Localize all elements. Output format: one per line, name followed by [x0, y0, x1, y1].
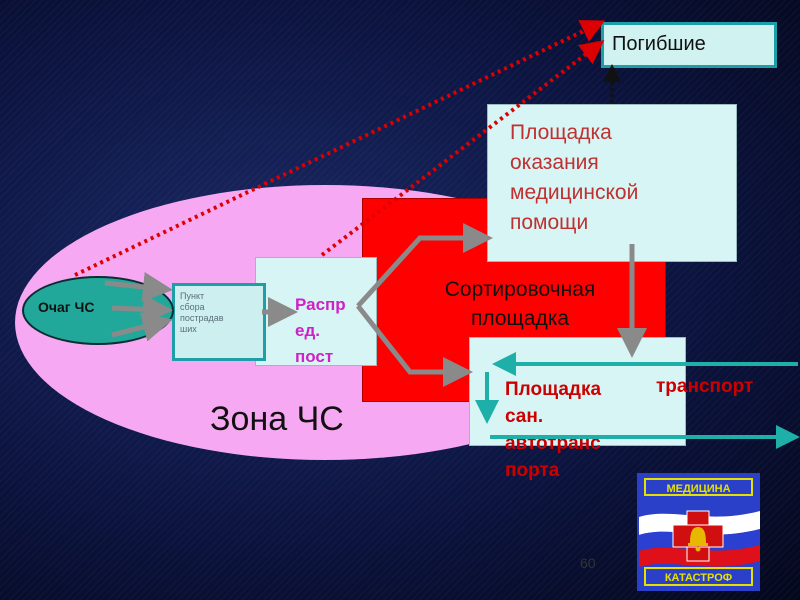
logo-bottom-text: КАТАСТРОФ — [665, 572, 732, 584]
arrow-distribution-medical — [356, 223, 493, 308]
collection-point-box — [172, 283, 266, 361]
epicenter-label: Очаг ЧС — [38, 299, 95, 315]
dead-box — [601, 22, 777, 68]
disaster-medicine-logo: МЕДИЦИНА КАТАСТРОФ — [637, 473, 760, 591]
dotted-link-distribution-dead — [320, 40, 605, 257]
distribution-post-label: Распр ед. пост — [295, 295, 346, 366]
arrow-epicenter-collection-2 — [111, 294, 173, 325]
sorting-area-label: Сортировочная площадка — [405, 275, 635, 333]
medical-aid-box — [487, 104, 737, 262]
dotted-link-epicenter-dead — [74, 20, 606, 277]
transport-extra-label: транспорт — [656, 376, 754, 397]
arrow-distribution-transport — [356, 304, 473, 387]
distribution-post-box — [255, 257, 377, 366]
collection-point-label: Пункт сбора пострадав ших — [180, 291, 224, 334]
dead-label: Погибшие — [612, 33, 706, 55]
sorting-area-text: Сортировочная площадка — [444, 278, 596, 330]
medical-aid-label: Площадка оказания медицинской помощи — [510, 121, 639, 234]
logo-top-text: МЕДИЦИНА — [666, 483, 730, 495]
arrow-epicenter-collection-1 — [104, 272, 173, 302]
arrow-epicenter-collection-3 — [111, 312, 173, 342]
page-number: 60 — [580, 555, 596, 571]
zone-label: Зона ЧС — [210, 400, 344, 438]
